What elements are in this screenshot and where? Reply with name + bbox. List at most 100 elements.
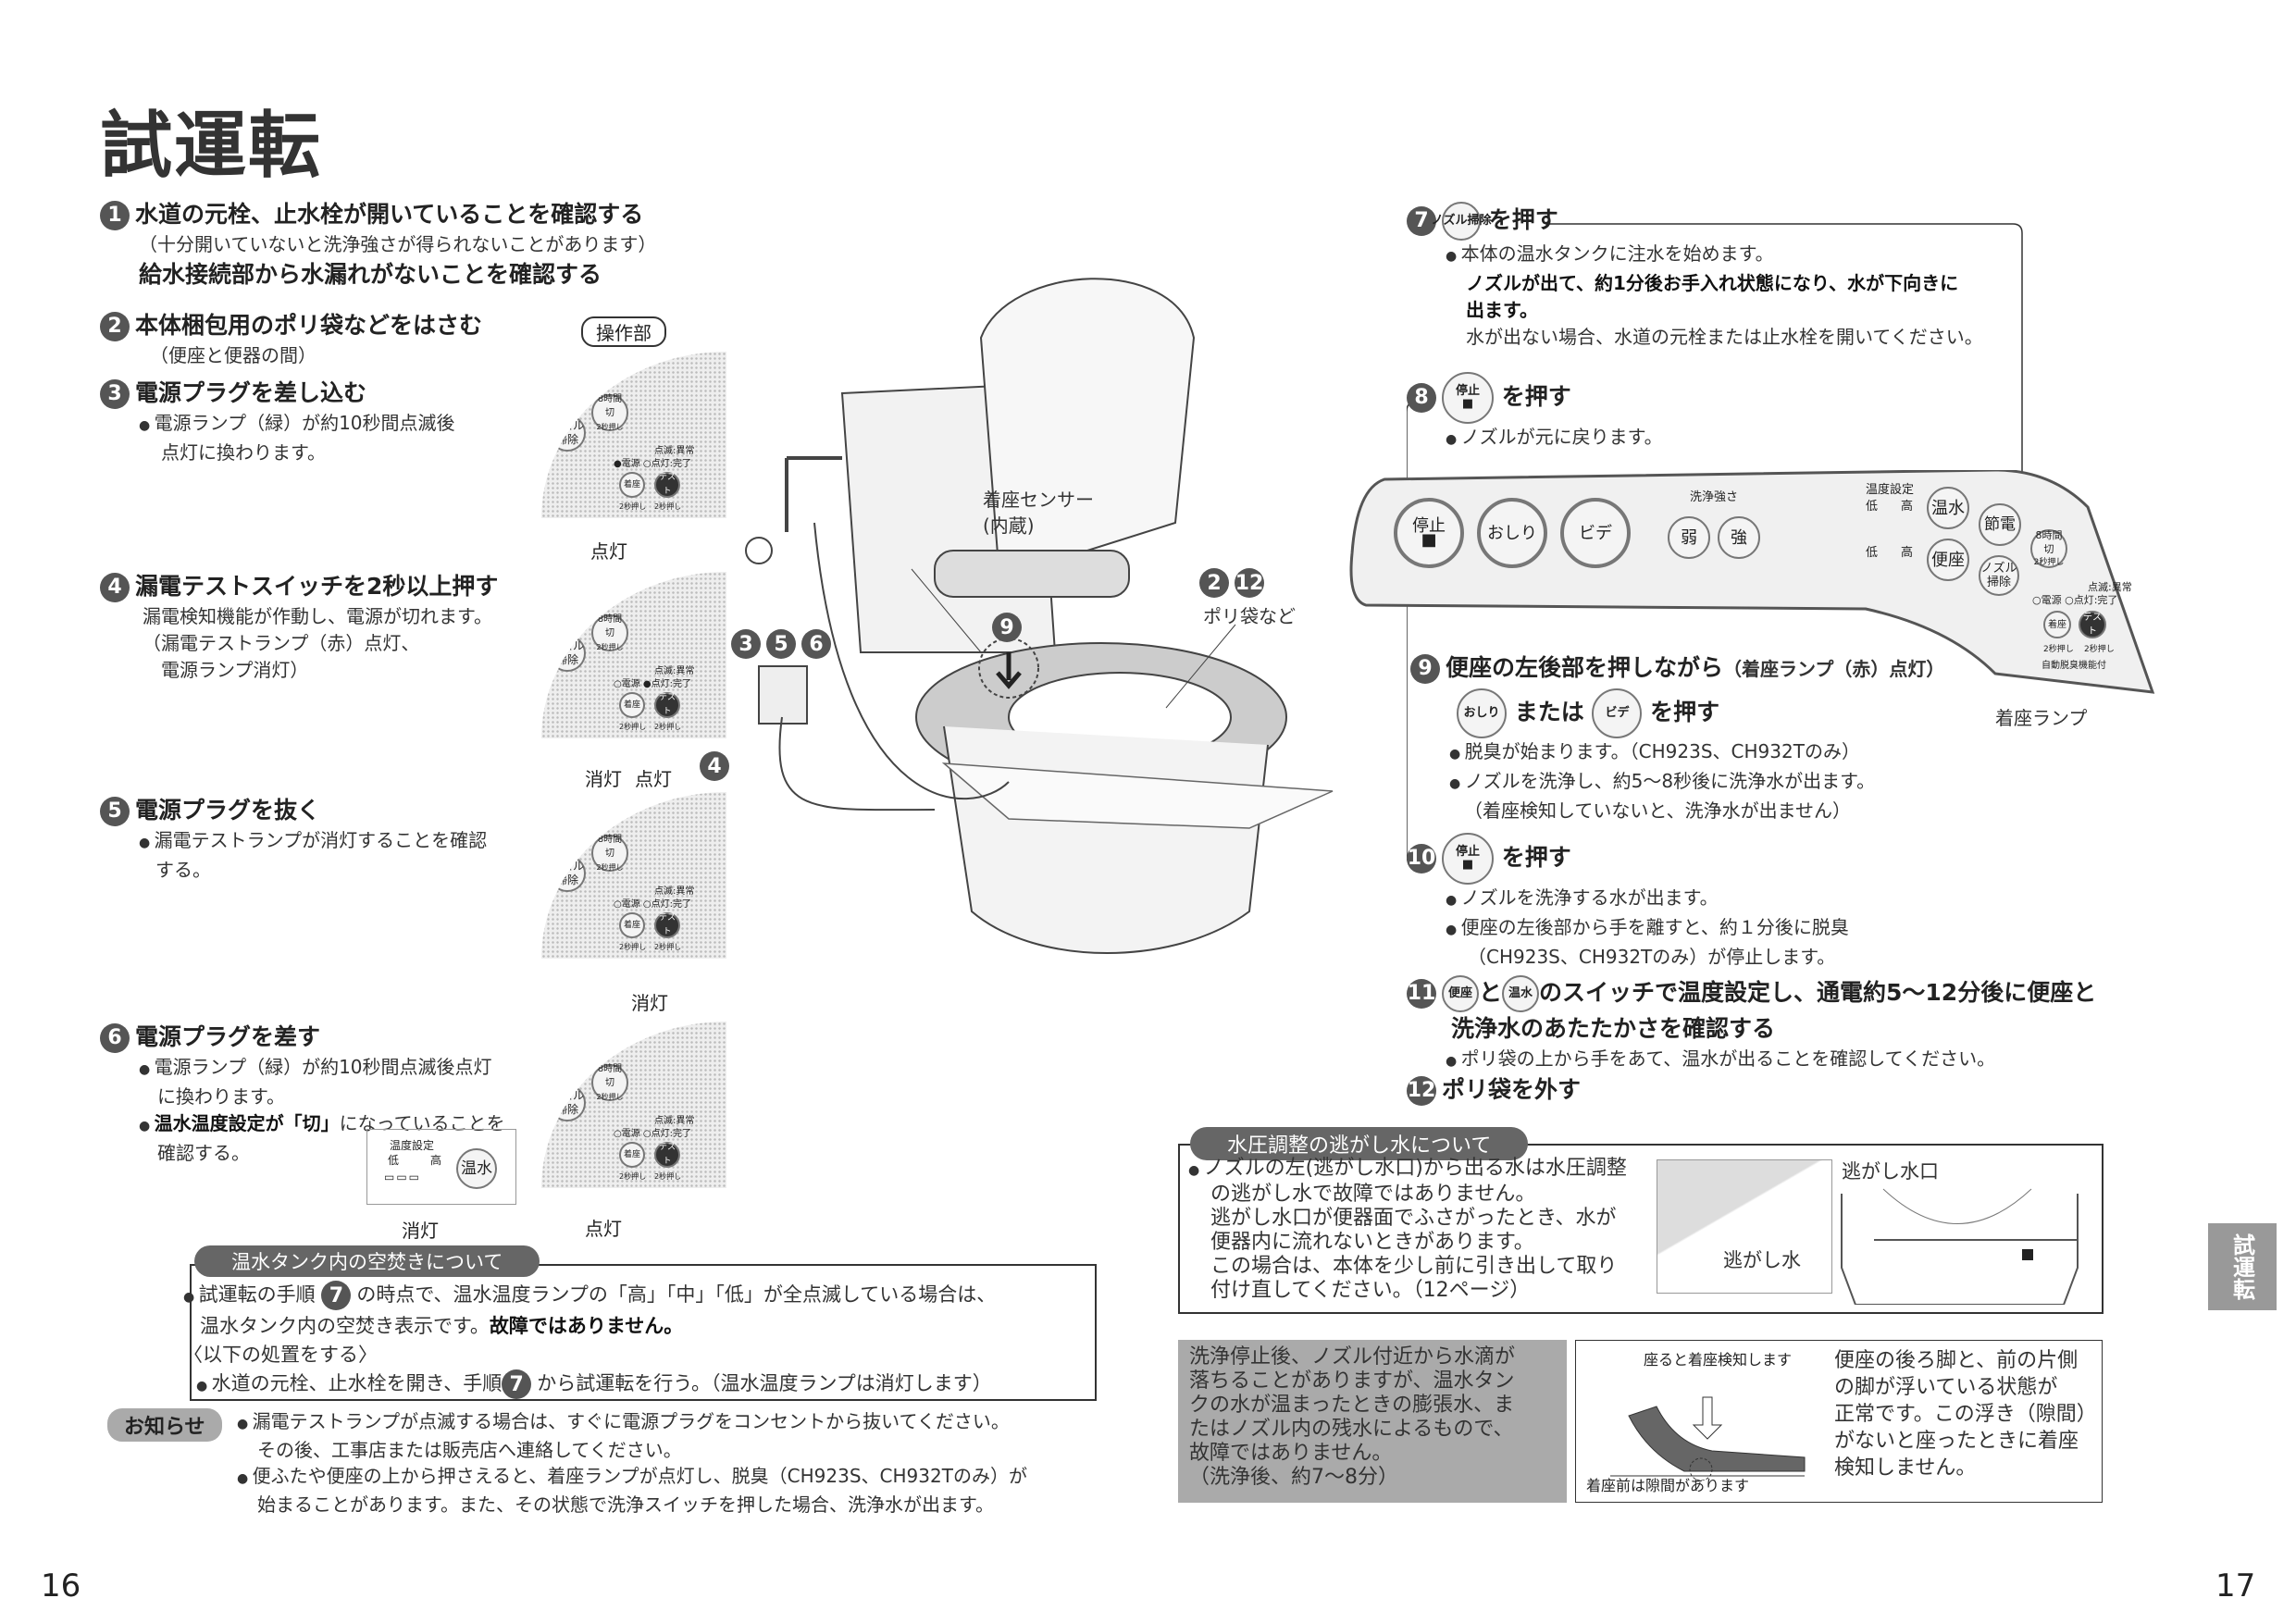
- nozzle-clean-button-icon: ノズル掃除: [1432, 202, 1492, 241]
- seat-button: 着座: [2043, 611, 2071, 638]
- step-heading: を押す: [1650, 699, 1720, 725]
- step-text: に換わります。: [157, 1085, 285, 1108]
- step-ref: 7: [321, 1281, 352, 1310]
- nozzle-button: ノズル掃除: [549, 415, 586, 452]
- gap-top-label: 座ると着座検知します: [1644, 1351, 1793, 1369]
- callout-12: 12: [1235, 568, 1264, 598]
- blink-label: 点滅:異常: [654, 666, 695, 676]
- notice-text: 始まることがあります。また、その状態で洗浄スイッチを押した場合、洗浄水が出ます。: [257, 1493, 994, 1516]
- step-text: する。: [155, 859, 211, 881]
- step-text: 漏電テストランプが消灯することを確認: [100, 827, 487, 857]
- drip-note: 洗浄停止後、ノズル付近から水滴が落ちることがありますが、温水タンクの水が温まった…: [1178, 1340, 1567, 1503]
- pressure-note-title: 水圧調整の逃がし水について: [1190, 1127, 1529, 1160]
- text-line: たはノズル内の残水によるもので、: [1189, 1418, 1514, 1441]
- text-line: 正常です。この浮き（隙間）: [1834, 1403, 2097, 1426]
- oshiri-button: おしり: [1477, 498, 1547, 568]
- lamp-off-label: 消灯: [402, 1220, 439, 1242]
- toilet-illustration: [745, 278, 1334, 954]
- test-button: テスト: [2079, 611, 2106, 638]
- step-text: （漏電テストランプ（赤）点灯、: [143, 632, 420, 654]
- step-text: ポリ袋の上から手をあて、温水が出ることを確認してください。: [1407, 1046, 2096, 1075]
- nozzle-button: ノズル掃除: [549, 635, 586, 672]
- step-number: 1: [100, 201, 130, 230]
- seat-lamp-label: 着座ランプ: [1995, 707, 2088, 729]
- press2-label: 2秒押し: [619, 723, 647, 731]
- step-text: 出ます。: [1466, 299, 1538, 321]
- high-label: 高: [1901, 500, 1914, 514]
- section-side-tab: 試運転: [2208, 1223, 2277, 1310]
- callout-3: 3: [731, 629, 761, 659]
- callout-2: 2: [1199, 568, 1229, 598]
- test-button: テスト: [654, 472, 680, 498]
- onsui-button: 温水: [1927, 487, 1969, 529]
- step-heading: 漏電テストスイッチを2秒以上押す: [135, 573, 499, 600]
- benza-button-icon: 便座: [1442, 975, 1479, 1012]
- step-number: 9: [1410, 654, 1440, 684]
- page-number-right: 17: [2215, 1567, 2256, 1604]
- step-note: （便座と便器の間）: [150, 344, 316, 366]
- seat-button: 着座: [619, 912, 645, 938]
- setsuden-button: 節電: [1979, 503, 2021, 546]
- panel-caption: 操作部: [581, 316, 666, 347]
- timer-sub-label: 2秒押し: [596, 862, 624, 872]
- text-line: 検知しません。: [1834, 1456, 1977, 1480]
- underside-figure: [1841, 1188, 2079, 1305]
- seat-button: 着座: [619, 1142, 645, 1168]
- text-line: がないと座ったときに着座: [1834, 1430, 2079, 1453]
- step-number: 5: [100, 797, 130, 826]
- test-button: テスト: [654, 912, 680, 938]
- step-number: 6: [100, 1023, 130, 1053]
- callout-9: 9: [992, 613, 1022, 642]
- and-text: と: [1479, 979, 1503, 1006]
- timer-sub-label: 2秒押し: [596, 422, 624, 431]
- on-label: 点灯:完了: [651, 459, 692, 469]
- low-label: 低: [1866, 500, 1879, 514]
- timer-sub-label: 2秒押し: [596, 1092, 624, 1101]
- text-line: ノズルの左(逃がし水口)から出る水は水圧調整: [1188, 1157, 1627, 1183]
- low-label: 低: [388, 1154, 400, 1167]
- lamp-on-label: 点灯: [585, 1218, 622, 1240]
- step-text: ノズルを洗浄する水が出ます。: [1407, 885, 1849, 914]
- text-line: クの水が温まったときの膨張水、ま: [1189, 1394, 1515, 1417]
- on-label: 点灯:完了: [2073, 594, 2118, 606]
- stop-button-icon: 停止■: [1442, 833, 1494, 885]
- on-label: 点灯:完了: [651, 679, 692, 689]
- lamp-on-label: 点灯: [635, 768, 672, 790]
- notice-body: 漏電テストランプが点滅する場合は、すぐに電源プラグをコンセントから抜いてください…: [237, 1408, 1027, 1518]
- text-line: この場合は、本体を少し前に引き出して取り: [1210, 1255, 1618, 1278]
- text-line: 付け直してください。（12ページ）: [1210, 1279, 1531, 1302]
- tank-text: 温水タンク内の空焚き表示です。: [200, 1315, 490, 1337]
- text-line: 落ちることがありますが、温水タン: [1189, 1369, 1515, 1393]
- step-text: （着座検知していないと、洗浄水が出ません）: [1464, 799, 1851, 822]
- weak-button: 弱: [1668, 516, 1710, 559]
- on-label: 点灯:完了: [651, 1129, 692, 1139]
- stop-label: 停止: [1412, 516, 1446, 536]
- power-label: 電源: [621, 1129, 640, 1139]
- press2-label: 2秒押し: [2084, 645, 2115, 654]
- step-text: 電源ランプ消灯）: [161, 659, 309, 681]
- step-heading: を押す: [1488, 206, 1558, 233]
- text-line: 洗浄停止後、ノズル付近から水滴が: [1189, 1345, 1516, 1369]
- strength-label: 洗浄強さ: [1690, 490, 1739, 504]
- tank-text: の時点で、温水温度ランプの「高」「中」「低」が全点滅している場合は、: [356, 1283, 997, 1306]
- step-heading: ポリ袋を外す: [1442, 1076, 1582, 1103]
- step-text: 本体の温水タンクに注水を始めます。: [1407, 241, 1983, 270]
- step-text: 脱臭が始まります。（CH923S、CH932Tのみ）: [1410, 738, 1944, 768]
- power-label: 電源: [2041, 594, 2062, 606]
- step-number: 2: [100, 312, 130, 341]
- blink-label: 点滅:異常: [654, 1116, 695, 1126]
- temp-setting-label: 温度設定: [1866, 483, 1915, 497]
- step-text: ノズルが出て、約1分後お手入れ状態になり、水が下向きに: [1466, 272, 1959, 294]
- tank-text: 故障ではありません。: [489, 1315, 684, 1337]
- bidet-button: ビデ: [1560, 498, 1631, 568]
- test-button: テスト: [654, 692, 680, 718]
- nozzle-button: ノズル掃除: [549, 855, 586, 892]
